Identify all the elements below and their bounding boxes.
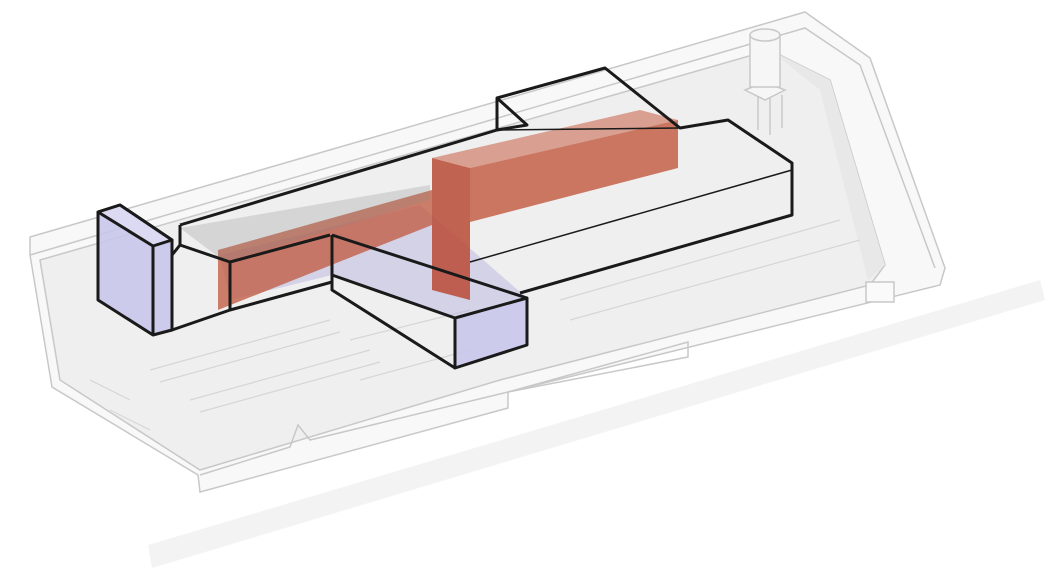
- gray-shadow-band: [180, 185, 430, 262]
- building-massing: [96, 66, 794, 370]
- road-strip: [148, 280, 1045, 568]
- parking-stripes: [89, 219, 861, 431]
- red-volume-tower-front: [432, 158, 470, 300]
- red-volume-long: [218, 190, 432, 310]
- program-volumes: [180, 110, 678, 318]
- red-volume-tower-side: [470, 120, 678, 222]
- water-tower: [743, 28, 787, 135]
- purple-end-block-front: [453, 296, 529, 370]
